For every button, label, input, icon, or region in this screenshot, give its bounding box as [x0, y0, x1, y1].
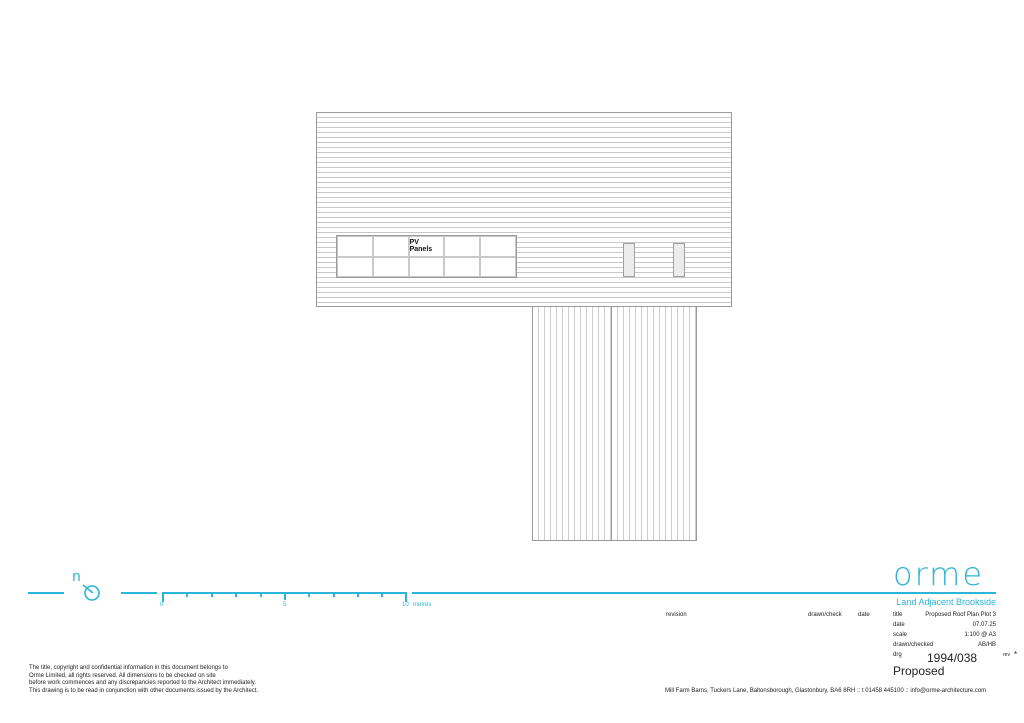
scale-tick [357, 592, 359, 597]
pv-panel [337, 256, 373, 277]
pv-panel [372, 256, 409, 277]
north-letter: n [72, 569, 81, 585]
rev-label: rev [1003, 652, 1010, 658]
scale-tick [308, 592, 310, 597]
drawn-check-header: drawn/check [808, 612, 842, 618]
scale-tick [284, 592, 286, 600]
rooflight [623, 243, 635, 277]
disclaimer-line: The title, copyright and confidential in… [29, 665, 228, 671]
date-label: date [893, 622, 905, 628]
pv-panel [372, 236, 409, 257]
disclaimer-line: Orme Limited, all rights reserved. All d… [29, 672, 216, 679]
scale-label-0: 0 [160, 602, 164, 608]
wing-roof-right-slope [611, 306, 697, 541]
disclaimer: The title, copyright and confidential in… [29, 665, 258, 695]
wing-roof-left-slope [532, 306, 612, 541]
scale-tick [211, 592, 213, 597]
practice-address: Mill Farm Barns, Tuckers Lane, Baltonsbo… [665, 688, 987, 694]
orme-logo: orme [893, 555, 985, 593]
rule-line [28, 592, 64, 594]
pv-panel [408, 256, 445, 277]
scale-tick [186, 592, 188, 597]
scale-tick [381, 592, 383, 597]
scale-label-5: 5 [283, 602, 287, 608]
title-value: Proposed Roof Plan Plot 3 [925, 612, 996, 618]
scale-label-10: 10 [402, 602, 409, 608]
scale-tick [162, 592, 164, 602]
pv-panel-label: PV Panels [408, 236, 445, 257]
drawn-checked-label: drawn/checked [893, 642, 934, 648]
drawing-status: Proposed [893, 664, 945, 678]
scale-tick [235, 592, 237, 597]
date-header: date [858, 612, 870, 618]
scale-tick [260, 592, 262, 597]
pv-panel [480, 236, 516, 257]
scale-label: scale [893, 632, 908, 638]
rev-value: * [1014, 650, 1018, 659]
revision-header: revision [666, 612, 687, 618]
drg-label: drg [893, 652, 902, 658]
rule-line [121, 592, 157, 594]
disclaimer-line: This drawing is to be read in conjunctio… [29, 687, 259, 694]
project-name: Land Adjacent Brookside [896, 597, 996, 607]
north-arrow-icon [82, 584, 100, 601]
pv-panel [444, 256, 481, 277]
title-label: title [893, 612, 903, 618]
scale-tick [405, 592, 407, 602]
title-rule-line [412, 592, 996, 594]
date-value: 07.07.25 [972, 622, 996, 628]
drawing-number: 1994/038 [927, 651, 978, 665]
rooflight [673, 243, 685, 277]
scale-tick [333, 592, 335, 597]
pv-panel [337, 236, 373, 257]
drawn-checked-value: AB/HB [977, 642, 996, 648]
pv-panel [444, 236, 481, 257]
pv-panel [480, 256, 516, 277]
pv-panel-array: PV Panels [336, 235, 517, 278]
disclaimer-line: before work commences and any discrepanc… [29, 680, 256, 686]
scale-unit: metres [413, 602, 432, 608]
scale-value: 1:100 @ A3 [964, 632, 996, 638]
